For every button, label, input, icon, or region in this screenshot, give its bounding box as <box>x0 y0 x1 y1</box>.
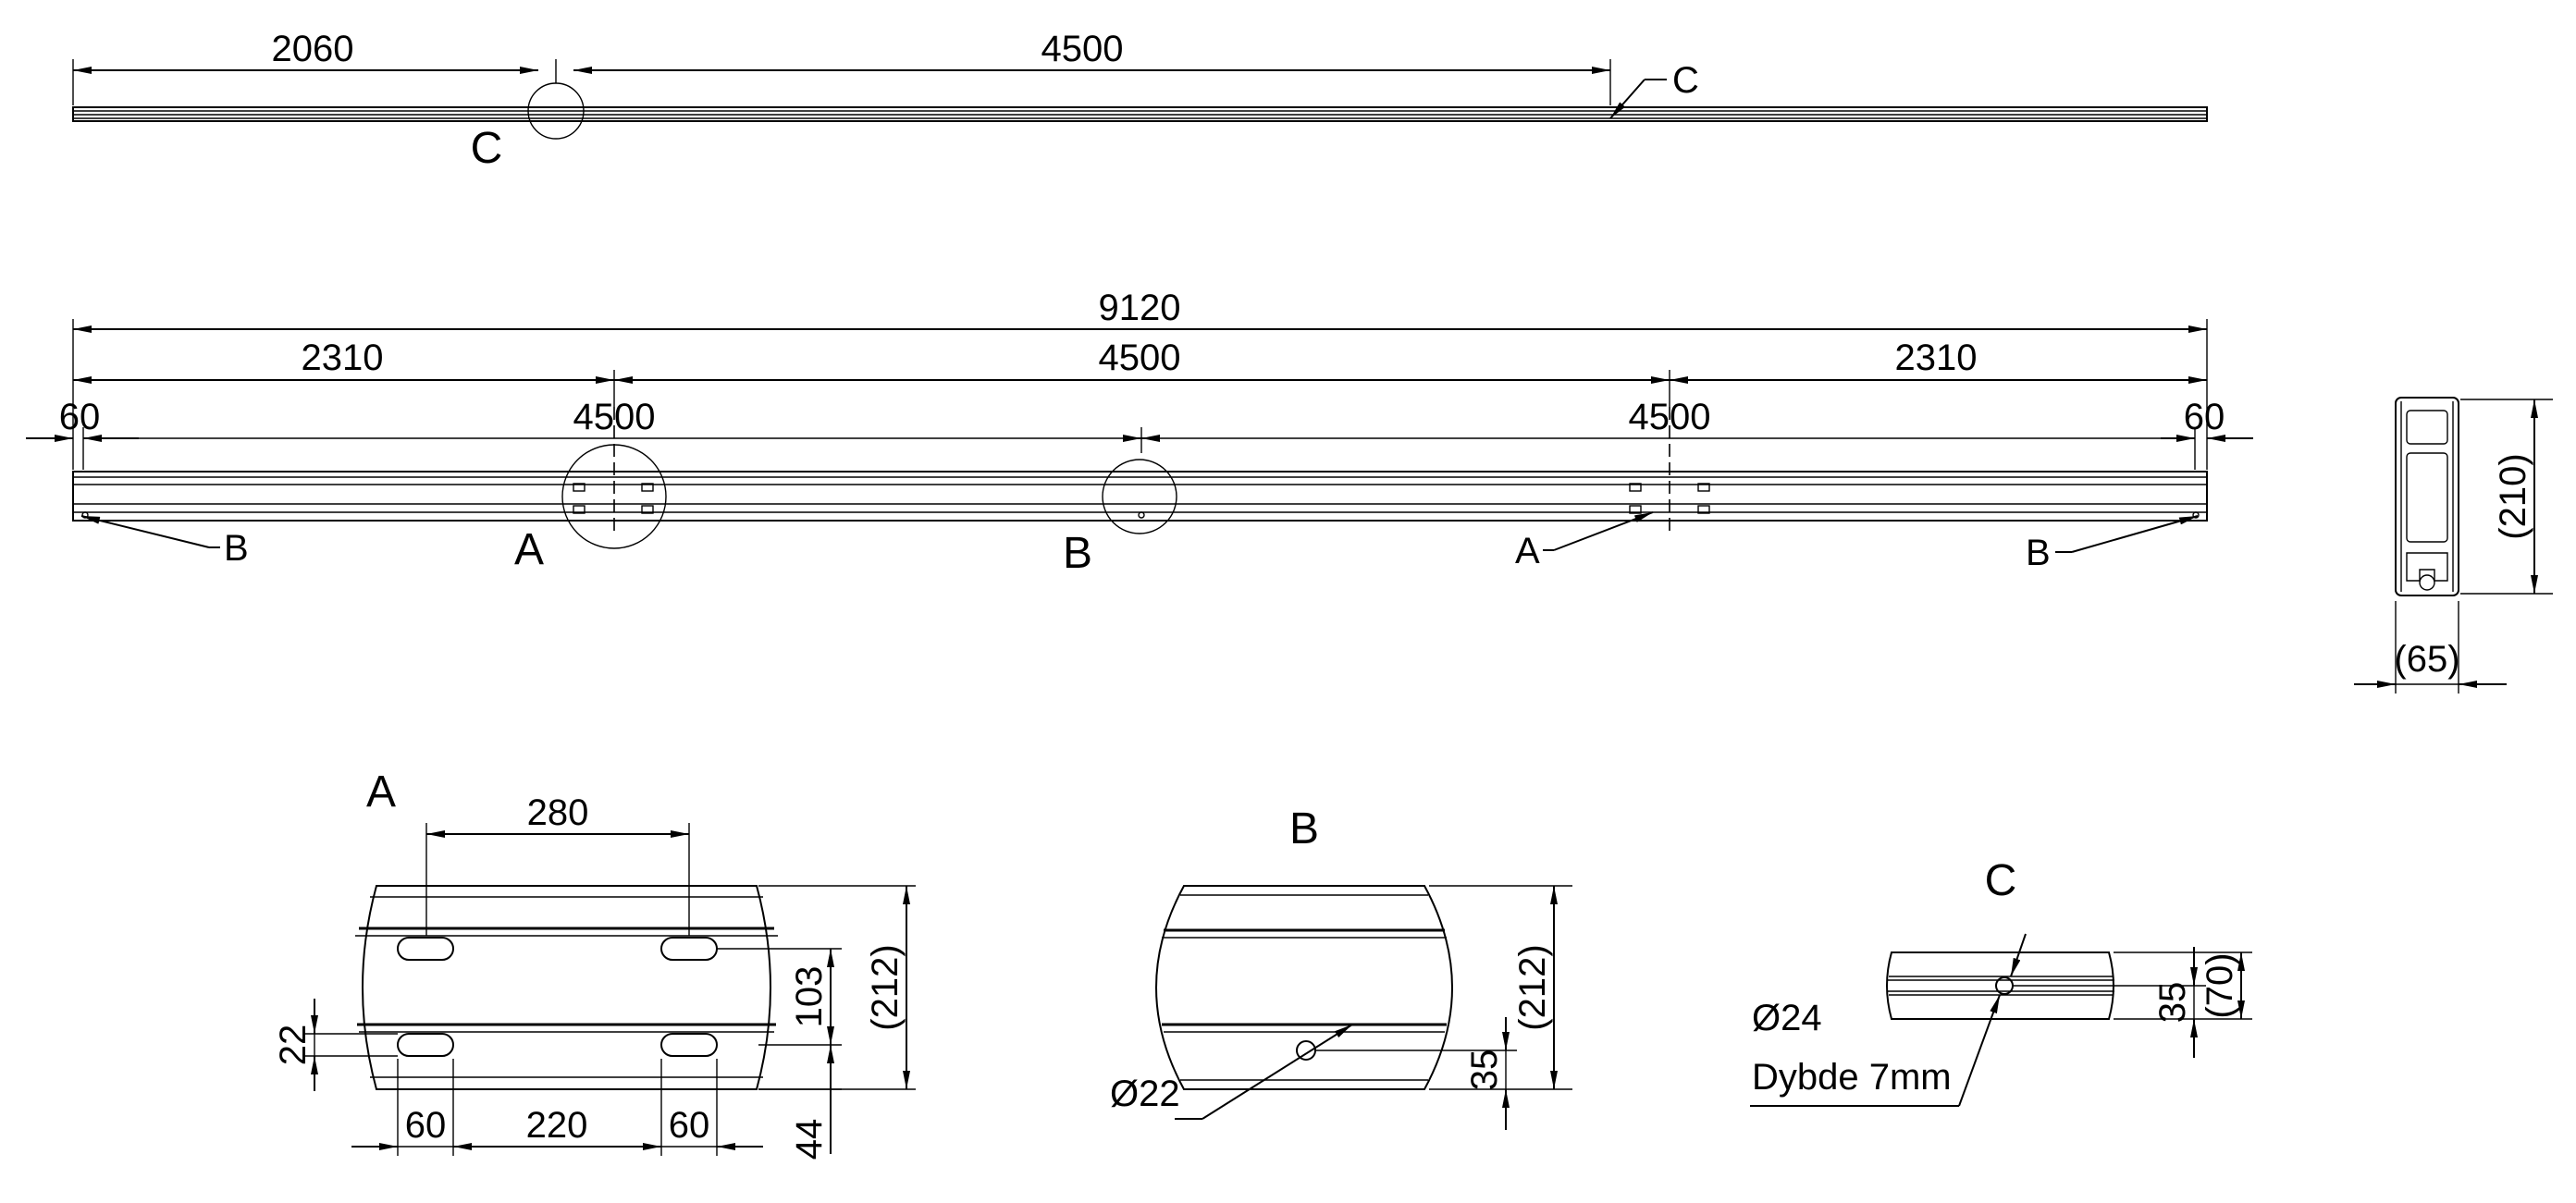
dim-a-212: (212) <box>865 944 906 1030</box>
dim-b-diameter: Ø22 <box>1110 1074 1180 1114</box>
dim-top-2060: 2060 <box>272 29 354 69</box>
dim-c-35: 35 <box>2152 982 2193 1024</box>
view-label-a: A <box>514 525 544 574</box>
dim-top-4500: 4500 <box>1041 29 1124 69</box>
detail-circle-b <box>1102 459 1177 534</box>
dim-b-212: (212) <box>1512 944 1553 1030</box>
top-view: 2060 4500 C C <box>72 29 2208 173</box>
dim-c-70: (70) <box>2200 952 2240 1018</box>
detail-b: B (212) 35 Ø22 <box>1110 804 1572 1130</box>
callout-a-right: A <box>1515 511 1654 571</box>
detail-c: C (70) 35 Ø24 Dybde 7mm <box>1750 856 2252 1107</box>
callout-c-top: C <box>1609 60 1699 119</box>
svg-text:C: C <box>1672 60 1699 101</box>
dim-c-diameter: Ø24 <box>1752 998 1822 1038</box>
detail-c-title: C <box>1985 856 2017 905</box>
detail-circle-a <box>561 444 667 549</box>
detail-a-title: A <box>366 767 396 816</box>
view-label-b: B <box>1063 529 1092 578</box>
svg-text:A: A <box>1515 531 1540 571</box>
dim-a-103: 103 <box>789 966 830 1028</box>
dim-a-22: 22 <box>273 1025 314 1066</box>
dim-total-9120: 9120 <box>1099 288 1181 328</box>
dim-a-220: 220 <box>526 1105 588 1146</box>
callout-b-diameter <box>1175 1024 1353 1120</box>
svg-text:B: B <box>224 528 249 569</box>
detail-a: A 280 (212) 103 44 <box>273 767 916 1160</box>
detail-b-outline <box>1155 885 1453 1090</box>
detail-a-outline <box>355 885 778 1090</box>
dim-edge-left-60: 60 <box>59 397 101 437</box>
callout-b-right: B <box>2026 515 2199 573</box>
slot-marks-right <box>1629 407 1710 536</box>
detail-c-outline <box>1886 933 2114 1020</box>
dim-seg-right-2310: 2310 <box>1895 338 1978 378</box>
top-view-profile <box>72 106 2208 122</box>
front-view: 9120 2310 4500 2310 60 4500 4500 60 <box>26 288 2253 578</box>
dim-seg-mid-4500: 4500 <box>1099 338 1181 378</box>
dim-a-60-left: 60 <box>405 1105 447 1146</box>
dim-a-44: 44 <box>789 1119 830 1160</box>
svg-text:B: B <box>2026 533 2051 573</box>
dim-a-60-right: 60 <box>669 1105 710 1146</box>
dim-edge-right-60: 60 <box>2184 397 2225 437</box>
dim-section-width: (65) <box>2394 639 2459 680</box>
detail-circle-c <box>527 82 585 140</box>
section-view: (210) (65) <box>2354 397 2553 694</box>
hole-mark-center <box>1138 511 1145 519</box>
dim-seg-left-2310: 2310 <box>302 338 384 378</box>
dim-b-35: 35 <box>1464 1050 1505 1091</box>
dim-a-280: 280 <box>527 792 589 833</box>
callout-c-diameter <box>1750 994 2001 1107</box>
section-profile <box>2395 397 2459 596</box>
callout-b-left: B <box>80 515 249 569</box>
view-label-c: C <box>471 124 503 173</box>
dim-section-height: (210) <box>2493 453 2533 539</box>
detail-b-title: B <box>1289 804 1319 853</box>
slot-marks-left <box>573 407 654 536</box>
dim-c-depth: Dybde 7mm <box>1752 1057 1952 1098</box>
